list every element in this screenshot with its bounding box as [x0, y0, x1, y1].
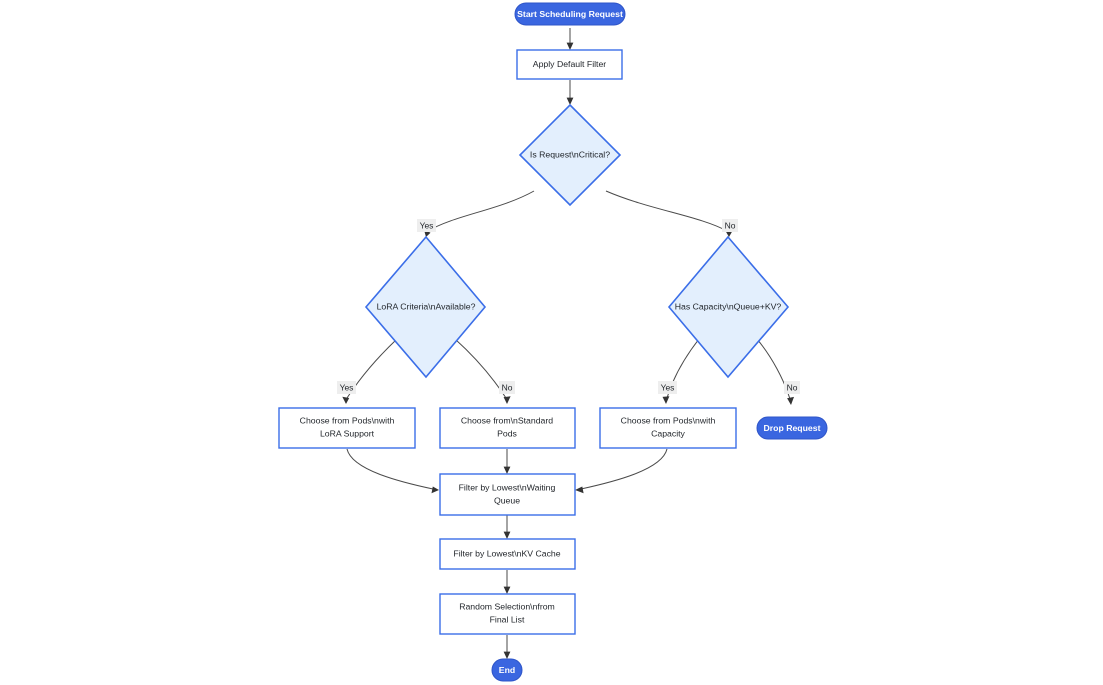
node-choose-lora-pods[interactable]: Choose from Pods\nwith LoRA Support	[278, 407, 416, 449]
critical-no-bg	[722, 219, 738, 232]
choose-lora-pods-label-line1: Choose from Pods\nwith	[300, 415, 395, 425]
node-apply-default-filter[interactable]: Apply Default Filter	[516, 49, 623, 80]
arrowhead-critical	[566, 97, 574, 105]
edge-choose-lora-to-filter-queue	[346, 448, 434, 490]
choose-capacity-pods-shape	[599, 407, 737, 449]
is-request-critical-shape	[518, 103, 622, 207]
lora-criteria-available-shape	[364, 235, 487, 379]
node-drop-request[interactable]: Drop Request	[756, 416, 828, 440]
edge-critical-no-to-capacity	[605, 190, 728, 232]
arrowhead-apply-filter	[566, 42, 574, 50]
edge-critical-yes-to-lora	[427, 190, 535, 232]
edge-choose-capacity-to-filter-queue	[580, 448, 668, 490]
choose-standard-pods-label-line2: Pods	[497, 428, 517, 438]
end-shape	[491, 658, 523, 682]
random-selection-label-line2: Final List	[490, 614, 525, 624]
capacity-yes-bg	[658, 381, 677, 394]
node-end[interactable]: End	[491, 658, 523, 682]
arrowhead-end	[503, 651, 511, 659]
arrowhead-choose-capacity	[662, 396, 670, 404]
node-filter-waiting-queue[interactable]: Filter by Lowest\nWaiting Queue	[439, 473, 576, 516]
node-is-request-critical[interactable]: Is Request\nCritical?	[518, 103, 622, 207]
filter-kv-cache-shape	[439, 538, 576, 570]
node-choose-standard-pods[interactable]: Choose from\nStandard Pods	[439, 407, 576, 449]
arrowhead-filter-queue-right	[575, 486, 584, 494]
edge-label-capacity-yes: Yes	[658, 381, 677, 394]
lora-criteria-available-label: LoRA Criteria\nAvailable?	[377, 301, 476, 311]
node-random-selection[interactable]: Random Selection\nfrom Final List	[439, 593, 576, 635]
apply-default-filter-shape	[516, 49, 623, 80]
capacity-no-text: No	[787, 382, 798, 392]
filter-waiting-queue-shape	[439, 473, 576, 516]
lora-yes-text: Yes	[340, 382, 354, 392]
choose-standard-pods-label-line1: Choose from\nStandard	[461, 415, 553, 425]
edge-layer	[342, 28, 794, 659]
drop-request-shape	[756, 416, 828, 440]
choose-standard-pods-shape	[439, 407, 576, 449]
has-capacity-shape	[667, 235, 790, 379]
arrowhead-drop-request	[787, 396, 794, 405]
edge-label-lora-yes: Yes	[337, 381, 356, 394]
edge-label-capacity-no: No	[784, 381, 800, 394]
node-start[interactable]: Start Scheduling Request	[514, 2, 626, 26]
arrowhead-filter-kv	[503, 531, 511, 539]
edge-label-layer: Yes No Yes No Yes No	[337, 219, 800, 394]
arrowhead-filter-queue-top	[503, 466, 511, 474]
arrowhead-choose-lora	[342, 396, 350, 404]
apply-default-filter-label: Apply Default Filter	[533, 59, 606, 69]
capacity-yes-text: Yes	[661, 382, 675, 392]
critical-yes-bg	[417, 219, 436, 232]
is-request-critical-label: Is Request\nCritical?	[530, 149, 610, 159]
node-choose-capacity-pods[interactable]: Choose from Pods\nwith Capacity	[599, 407, 737, 449]
edge-label-lora-no: No	[499, 381, 515, 394]
choose-capacity-pods-label-line1: Choose from Pods\nwith	[621, 415, 716, 425]
node-has-capacity[interactable]: Has Capacity\nQueue+KV?	[667, 235, 790, 379]
choose-capacity-pods-label-line2: Capacity	[651, 428, 685, 438]
node-filter-kv-cache[interactable]: Filter by Lowest\nKV Cache	[439, 538, 576, 570]
edge-label-critical-yes: Yes	[417, 219, 436, 232]
choose-lora-pods-shape	[278, 407, 416, 449]
random-selection-label-line1: Random Selection\nfrom	[459, 601, 555, 611]
choose-lora-pods-label-line2: LoRA Support	[320, 428, 375, 438]
node-lora-criteria-available[interactable]: LoRA Criteria\nAvailable?	[364, 235, 487, 379]
filter-kv-cache-label: Filter by Lowest\nKV Cache	[453, 548, 560, 558]
edge-label-critical-no: No	[722, 219, 738, 232]
arrowhead-choose-standard	[503, 396, 511, 404]
start-label: Start Scheduling Request	[517, 9, 623, 19]
lora-yes-bg	[337, 381, 356, 394]
critical-no-text: No	[725, 220, 736, 230]
drop-request-label: Drop Request	[764, 423, 821, 433]
has-capacity-label: Has Capacity\nQueue+KV?	[675, 301, 782, 311]
arrowhead-random-selection	[503, 586, 511, 594]
start-pill-shape	[514, 2, 626, 26]
random-selection-shape	[439, 593, 576, 635]
lora-no-text: No	[502, 382, 513, 392]
critical-yes-text: Yes	[420, 220, 434, 230]
edge-lora-no-to-choose-standard	[454, 338, 507, 399]
end-label: End	[499, 665, 515, 675]
lora-no-bg	[499, 381, 515, 394]
filter-waiting-queue-label-line2: Queue	[494, 495, 520, 505]
filter-waiting-queue-label-line1: Filter by Lowest\nWaiting	[459, 482, 556, 492]
arrowhead-filter-queue-left	[431, 486, 439, 494]
capacity-no-bg	[784, 381, 800, 394]
